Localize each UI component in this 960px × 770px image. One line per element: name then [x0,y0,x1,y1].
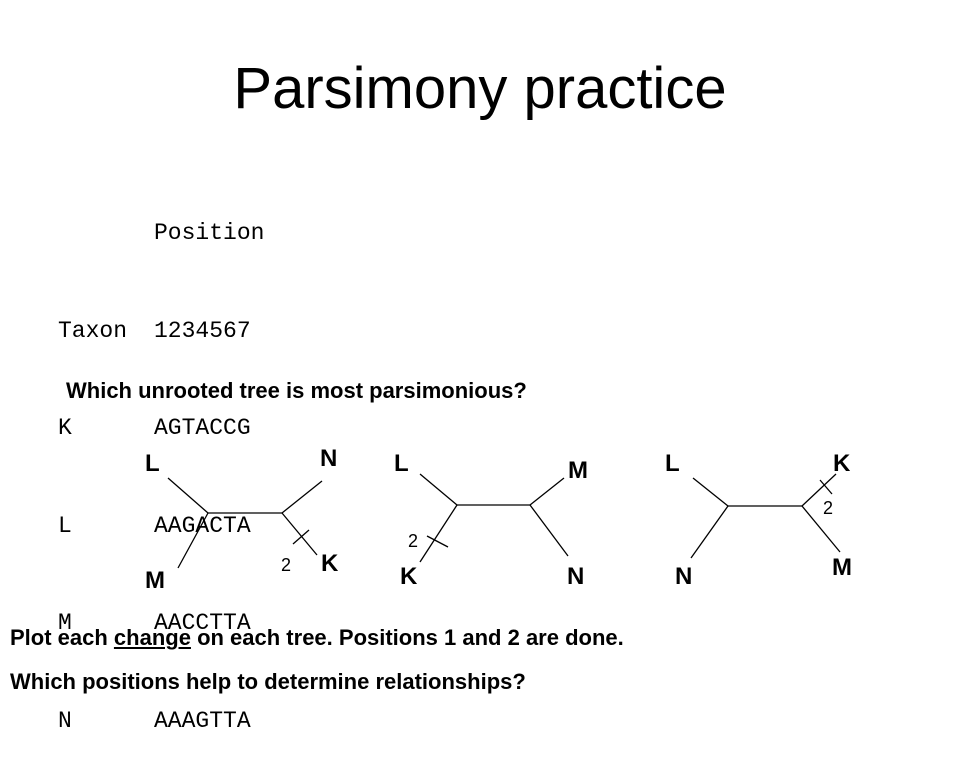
tree-2-leaf-bottom-right: N [567,563,584,590]
tree-3-leaf-bottom-right: M [832,554,852,581]
tree-1-leaf-top-right: N [320,445,337,472]
taxon-name: M [58,610,72,636]
branch [801,505,841,553]
change-tick [292,529,310,545]
change-tick [426,535,449,548]
branch [177,512,209,569]
change-tick [819,479,833,495]
tree-2-leaf-bottom-left: K [400,563,418,590]
branch [690,505,729,559]
taxon-header-row: Taxon 1234567 [58,315,264,348]
tree-3-leaf-bottom-left: N [675,563,692,590]
unrooted-trees: L N M K 2 L M K N 2 L K N M 2 [145,445,852,594]
instruction-line-2: Which positions help to determine relati… [10,669,526,694]
branch [167,477,209,514]
alignment-row: L AAGACTA [58,510,264,543]
tree-3-leaf-top-right: K [833,450,851,477]
branch [692,477,729,507]
tree-3-leaf-top-left: L [665,450,680,477]
tree-3-change-mark: 2 [823,498,833,518]
position-header-row: Position [58,217,264,250]
alignment-row: M AACCTTA [58,607,264,640]
taxon-sequence: AACCTTA [154,610,251,636]
branch [281,512,318,556]
tree-1-leaf-bottom-left: M [145,567,165,594]
tree-2-branches [419,473,569,563]
tree-2-change-mark: 2 [408,531,418,551]
instruction-text: Plot each [10,625,114,650]
instruction-text: on each tree. Positions 1 and 2 are done… [190,625,624,650]
tree-1-leaf-bottom-right: K [321,550,339,577]
position-header: Position [154,220,265,246]
alignment-row: K AGTACCG [58,412,264,445]
branch [281,480,323,514]
question-text: Which unrooted tree is most parsimonious… [66,378,527,403]
taxon-sequence: AAGACTA [154,512,251,539]
instruction-line-1: Plot each change on each tree. Positions… [10,624,624,652]
branch [801,473,837,507]
tree-1-branches [167,477,323,569]
tree-2-leaf-top-right: M [568,457,588,484]
position-numbers: 1234567 [154,317,251,344]
taxon-name: K [58,415,72,441]
branch [529,477,565,506]
taxon-sequence: AGTACCG [154,415,251,441]
tree-1-change-mark: 2 [281,555,291,575]
taxon-name: L [58,512,72,539]
taxon-header: Taxon [58,317,128,344]
branch [419,504,458,563]
tree-1-leaf-top-left: L [145,450,160,477]
tree-3-branches [690,473,841,559]
branch [529,504,569,557]
branch [419,473,458,506]
instruction-emphasis: change [113,625,191,650]
tree-2-leaf-top-left: L [394,450,409,477]
slide-title: Parsimony practice [233,56,727,121]
